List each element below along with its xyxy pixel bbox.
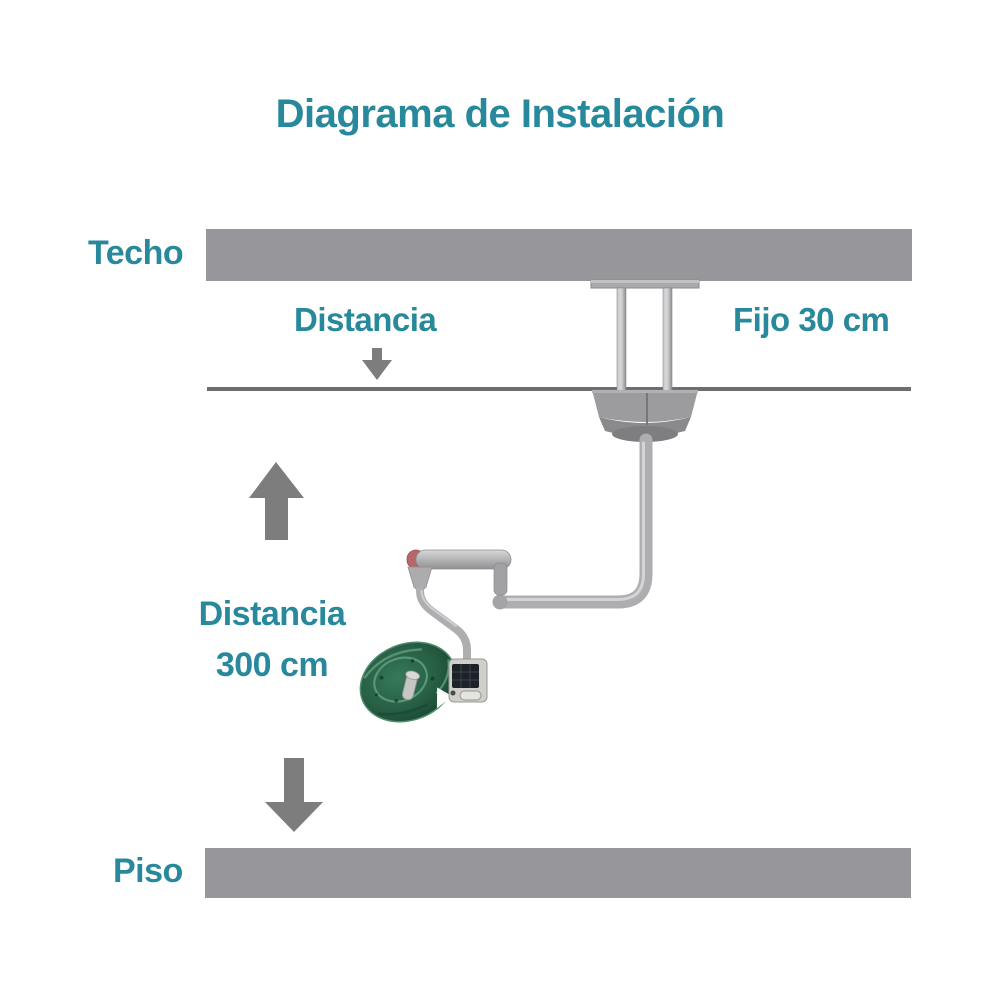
mounting-plate-icon [590,279,700,289]
floor-label: Piso [113,852,183,890]
main-distance-line1: Distancia [198,595,346,633]
suspension-rods [616,287,673,392]
spring-arm [406,549,512,596]
main-distance-line2: 300 cm [215,646,329,684]
arrow-up-icon [249,462,304,540]
arrow-down-icon [362,348,392,380]
ceiling-slab [206,229,912,281]
main-distance-label: Distancia 300 cm [156,589,388,691]
floor-slab [205,848,911,898]
fixed-drop-label: Fijo 30 cm [733,301,890,338]
lamp-handle-icon [401,670,420,701]
reference-line [207,387,911,391]
lamp-arm [407,566,471,665]
control-panel [448,658,488,703]
drop-pole [492,433,653,610]
ceiling-mounted-lamp [359,279,700,723]
page-title: Diagrama de Instalación [275,92,725,136]
arrow-down-icon [265,758,323,832]
ceiling-label: Techo [88,234,184,272]
distance-top-label: Distancia [294,301,437,338]
